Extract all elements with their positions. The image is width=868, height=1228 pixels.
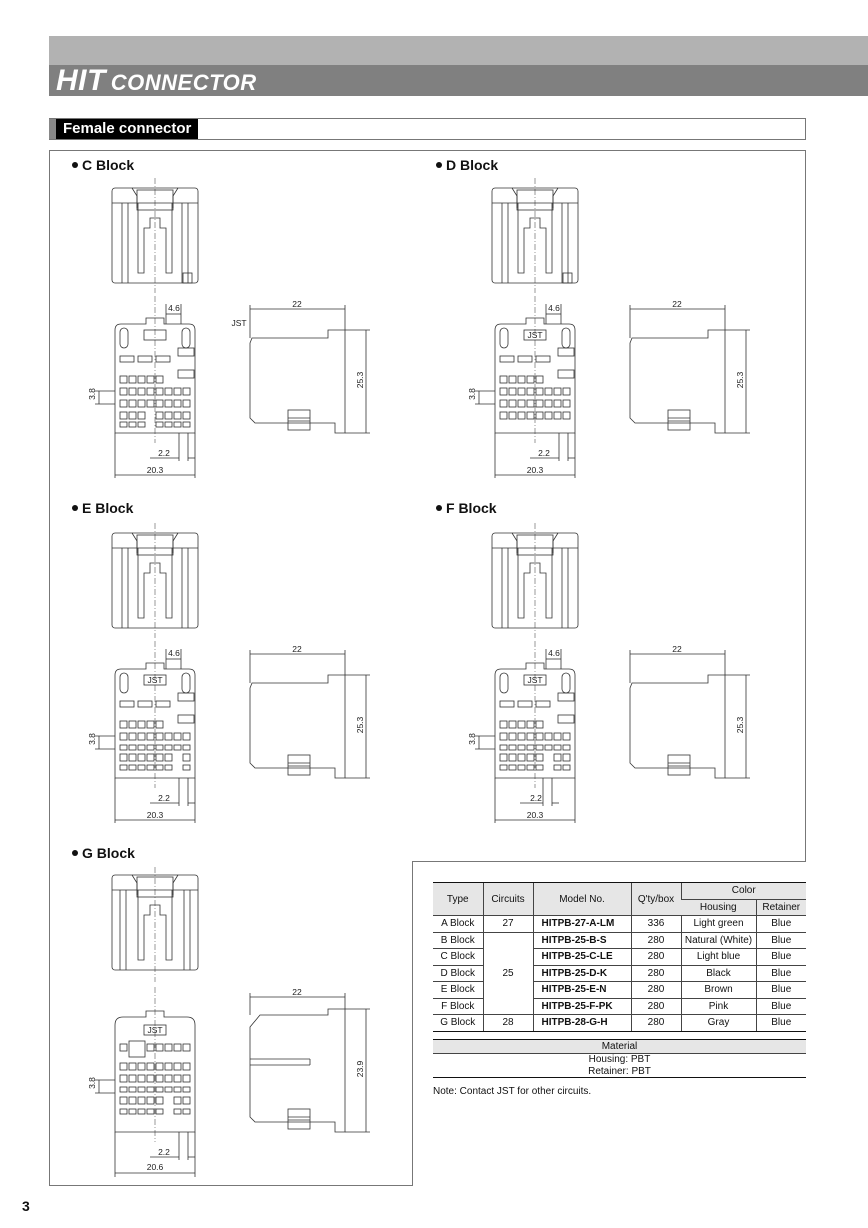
- svg-text:2.2: 2.2: [158, 1147, 170, 1157]
- title-band: [49, 65, 868, 96]
- drawing-e-block: JST 4.6 3.8 2.2 20.3 22 25.3: [80, 523, 380, 828]
- drawing-d-block: JST 4.6 3.8 2.2 20.3 22 25.3: [460, 178, 760, 483]
- material-table: Material Housing: PBT Retainer: PBT: [433, 1039, 806, 1078]
- section-heading: Female connector: [49, 118, 806, 140]
- svg-text:22: 22: [292, 299, 302, 309]
- svg-text:2.2: 2.2: [158, 793, 170, 803]
- svg-text:22: 22: [292, 987, 302, 997]
- block-label-d: D Block: [436, 157, 498, 173]
- svg-text:3.8: 3.8: [87, 1077, 97, 1089]
- svg-text:2.2: 2.2: [530, 793, 542, 803]
- svg-text:JST: JST: [527, 330, 542, 340]
- svg-text:20.3: 20.3: [147, 810, 164, 820]
- svg-text:2.2: 2.2: [158, 448, 170, 458]
- header-type: Type: [433, 882, 483, 916]
- svg-text:22: 22: [672, 644, 682, 654]
- svg-text:25.3: 25.3: [355, 716, 365, 733]
- svg-text:4.6: 4.6: [168, 303, 180, 313]
- material-heading: Material: [433, 1039, 806, 1054]
- drawing-frame-lower: [49, 861, 413, 1186]
- svg-text:25.3: 25.3: [355, 371, 365, 388]
- svg-text:3.8: 3.8: [87, 388, 97, 400]
- block-label-g: G Block: [72, 845, 135, 861]
- bullet-icon: [436, 162, 442, 168]
- bullet-icon: [72, 162, 78, 168]
- bullet-icon: [72, 850, 78, 856]
- drawing-f-block: JST 4.6 3.8 2.2 20.3 22 25.3: [460, 523, 760, 828]
- svg-text:4.6: 4.6: [548, 303, 560, 313]
- drawing-c-block: JST 4.6 3.8 2.2 20.3 22 25.3: [80, 178, 380, 483]
- section-label: Female connector: [56, 119, 199, 139]
- block-label-e: E Block: [72, 500, 133, 516]
- svg-text:25.3: 25.3: [735, 371, 745, 388]
- bullet-icon: [72, 505, 78, 511]
- drawing-g-block: JST 3.8 2.2 20.6 22 23.9: [80, 867, 380, 1182]
- header-model: Model No.: [532, 882, 631, 916]
- svg-text:JST: JST: [147, 1025, 162, 1035]
- header-circuits: Circuits: [482, 882, 533, 916]
- svg-text:JST: JST: [147, 675, 162, 685]
- page-number: 3: [22, 1198, 30, 1214]
- svg-text:3.8: 3.8: [467, 388, 477, 400]
- svg-text:25.3: 25.3: [735, 716, 745, 733]
- header-qty: Q'ty/box: [630, 882, 681, 916]
- spec-table: Type Circuits Model No. Q'ty/box Color H…: [433, 882, 806, 1032]
- header-band: [49, 36, 868, 65]
- svg-text:22: 22: [292, 644, 302, 654]
- header-retainer: Retainer: [755, 899, 806, 916]
- svg-text:4.6: 4.6: [168, 648, 180, 658]
- svg-text:20.3: 20.3: [147, 465, 164, 475]
- svg-text:23.9: 23.9: [355, 1060, 365, 1077]
- note-text: Note: Contact JST for other circuits.: [433, 1086, 592, 1097]
- header-housing: Housing: [681, 899, 756, 916]
- svg-text:20.3: 20.3: [527, 810, 544, 820]
- svg-text:4.6: 4.6: [548, 648, 560, 658]
- drawing-frame: [49, 150, 806, 862]
- block-label-f: F Block: [436, 500, 497, 516]
- bullet-icon: [436, 505, 442, 511]
- svg-text:3.8: 3.8: [467, 733, 477, 745]
- header-color: Color: [680, 882, 806, 900]
- material-housing: Housing: PBT: [588, 1054, 651, 1065]
- svg-text:JST: JST: [527, 675, 542, 685]
- svg-text:22: 22: [672, 299, 682, 309]
- svg-text:20.6: 20.6: [147, 1162, 164, 1172]
- block-label-c: C Block: [72, 157, 134, 173]
- svg-text:20.3: 20.3: [527, 465, 544, 475]
- material-retainer: Retainer: PBT: [433, 1066, 806, 1078]
- svg-text:3.8: 3.8: [87, 733, 97, 745]
- svg-text:JST: JST: [231, 318, 246, 328]
- svg-text:2.2: 2.2: [538, 448, 550, 458]
- page-title: HIT CONNECTOR: [56, 64, 257, 97]
